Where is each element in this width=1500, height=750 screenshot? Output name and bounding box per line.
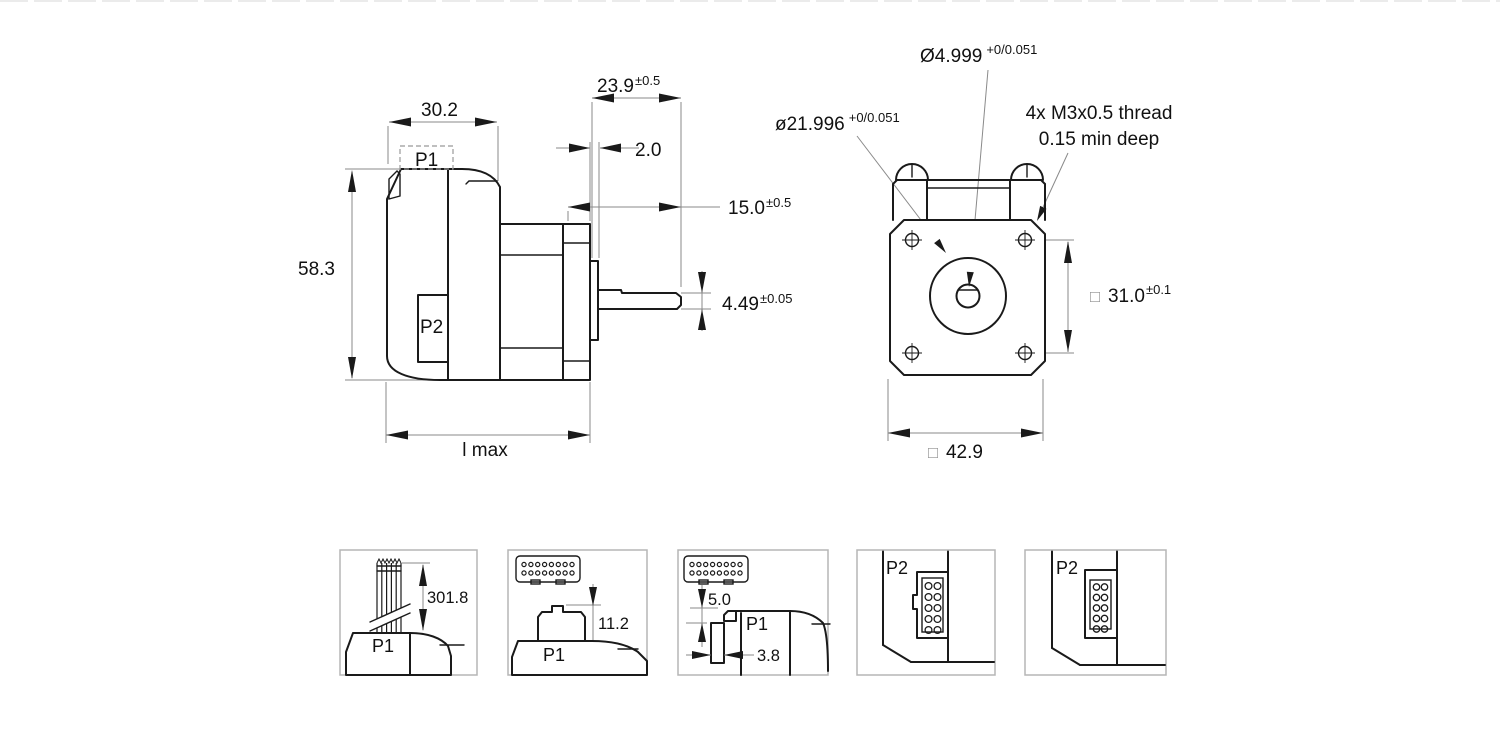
p2-socket-inner [921,577,944,633]
front-view-texts: Ø4.999+0/0.051 ø21.996+0/0.051 4x M3x0.5… [775,42,1172,463]
plug-tab [723,610,737,622]
front-view-mounting-plate [889,219,1046,376]
detail2-dim-text: 11.2 [598,615,629,633]
detail-box-connector-offset: P1 5.0 3.8 [677,549,831,676]
callout-pilot-dia-text: ø21.996+0/0.051 [775,110,900,135]
p2-socket-pins [1092,583,1109,633]
leader-thread-note [1038,152,1069,217]
p1-connector-outline-dashed [399,145,454,170]
front-view-arrowheads [888,205,1072,438]
detail3-dim-protrusion-text: 5.0 [708,591,731,609]
front-view-rear-body [892,163,1046,221]
side-view-dimension-texts: 30.2 23.9±0.5 2.0 15.0±0.5 58.3 4.49±0.0… [298,73,792,461]
side-view-encoder-housing: P1 P2 [386,145,501,381]
detail4-p2-label: P2 [886,558,908,578]
detail5-p2-label: P2 [1056,558,1078,578]
detail-box-connector-height: P1 11.2 [507,549,648,676]
dim-pilot-depth-text: 2.0 [635,140,661,161]
detail-box-cable: P1 301.8 [339,549,478,676]
detail-box-p2-front: P2 [856,549,996,676]
callout-shaft-dia-text: Ø4.999+0/0.051 [920,42,1037,67]
motor-shaft [597,289,682,310]
side-view-arrowheads [348,93,706,440]
dim-housing-width-text: 30.2 [421,100,458,121]
housing-step-line [465,180,498,185]
p2-socket-inner [1089,579,1112,630]
p2-socket-pins [924,581,942,635]
callout-thread-line1: 4x M3x0.5 thread [1026,103,1173,124]
p2-connector-outline [417,294,449,363]
dim-shaft-length-text: 15.0±0.5 [728,195,791,219]
pilot-boss [589,260,599,341]
detail1-p1-label: P1 [372,636,394,656]
shaft-circle [955,283,981,309]
dim-bolt-spacing-text: □31.0±0.1 [1090,282,1171,307]
detail2-p1-label: P1 [543,645,565,665]
p1-label: P1 [415,150,438,171]
pilot-circle [929,257,1007,335]
housing-lip [388,170,401,200]
housing-corner [511,640,648,676]
p2-label: P2 [420,317,443,338]
dim-height-text: 58.3 [298,259,335,280]
dim-overall-length-text: l max [462,440,508,461]
motor-can [499,223,564,381]
mounting-plate [889,219,1046,376]
idc-connector-icon [683,555,749,585]
housing-corner [345,632,452,676]
detail-box-p2-side: P2 [1024,549,1167,676]
idc-connector-icon [515,555,581,585]
screw-holes [902,230,1035,363]
callout-thread-line2: 0.15 min deep [1039,129,1159,150]
dim-shaft-dia-text: 4.49±0.05 [722,291,792,315]
detail3-dim-width-text: 3.8 [757,647,780,665]
ribbon-cable [369,557,411,633]
housing-top-profile [735,610,829,672]
front-view: Ø4.999+0/0.051 ø21.996+0/0.051 4x M3x0.5… [775,42,1172,463]
side-view: P1 P2 30.2 23.9±0.5 2.0 15.0±0.5 5 [298,73,792,461]
dim-frame-size-text: □42.9 [928,442,983,463]
p1-plug-profile [710,622,725,664]
side-view-motor-body [499,223,682,381]
detail1-dim-text: 301.8 [427,589,468,607]
dim-front-length-text: 23.9±0.5 [597,73,660,97]
p1-plug-profile [537,605,586,641]
detail3-p1-label: P1 [746,614,768,634]
front-end-cap [562,223,591,381]
cable-break-symbol [370,604,410,631]
